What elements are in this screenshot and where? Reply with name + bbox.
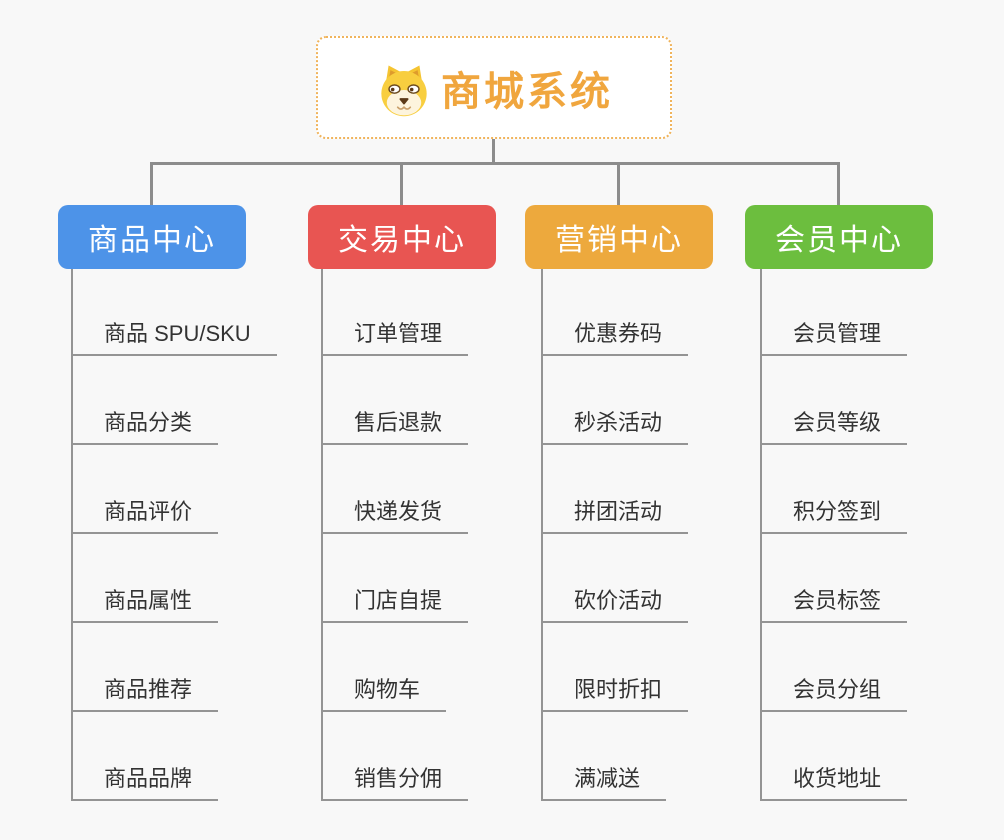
connector-bus — [150, 162, 840, 165]
leaf-topic[interactable]: 收货地址 — [760, 765, 908, 801]
leaf-topic[interactable]: 售后退款 — [321, 409, 469, 445]
dog-face-icon — [375, 61, 433, 119]
leaf-topic[interactable]: 订单管理 — [321, 320, 469, 356]
leaf-topic[interactable]: 会员标签 — [760, 587, 908, 623]
branch-label: 交易中心 — [338, 224, 466, 257]
connector-trunk-product-center — [71, 269, 73, 801]
connector-trunk-member-center — [760, 269, 762, 801]
root-topic-title: 商城系统 — [441, 69, 613, 114]
leaf-topic[interactable]: 商品评价 — [71, 498, 219, 534]
connector-trunk-marketing-center — [541, 269, 543, 801]
leaf-topic[interactable]: 购物车 — [321, 676, 447, 712]
connector-drop-product-center — [150, 164, 153, 206]
root-topic[interactable]: 商城系统 — [316, 36, 672, 139]
branch-topic-marketing-center[interactable]: 营销中心 — [525, 205, 713, 269]
leaf-topic[interactable]: 销售分佣 — [321, 765, 469, 801]
leaf-topic[interactable]: 商品分类 — [71, 409, 219, 445]
leaf-topic[interactable]: 商品品牌 — [71, 765, 219, 801]
leaf-topic[interactable]: 砍价活动 — [541, 587, 689, 623]
leaf-topic[interactable]: 会员等级 — [760, 409, 908, 445]
branch-label: 商品中心 — [88, 224, 216, 257]
connector-trunk-trade-center — [321, 269, 323, 801]
leaf-topic[interactable]: 拼团活动 — [541, 498, 689, 534]
branch-label: 营销中心 — [555, 224, 683, 257]
leaf-topic[interactable]: 商品 SPU/SKU — [71, 320, 277, 356]
connector-drop-trade-center — [400, 164, 403, 206]
leaf-topic[interactable]: 快递发货 — [321, 498, 469, 534]
leaf-topic[interactable]: 会员分组 — [760, 676, 908, 712]
leaf-topic[interactable]: 门店自提 — [321, 587, 469, 623]
branch-topic-member-center[interactable]: 会员中心 — [745, 205, 933, 269]
leaf-topic[interactable]: 商品推荐 — [71, 676, 219, 712]
connector-root-drop — [492, 139, 495, 164]
leaf-topic[interactable]: 商品属性 — [71, 587, 219, 623]
connector-drop-member-center — [837, 164, 840, 206]
branch-topic-product-center[interactable]: 商品中心 — [58, 205, 246, 269]
leaf-topic[interactable]: 限时折扣 — [541, 676, 689, 712]
branch-label: 会员中心 — [775, 224, 903, 257]
leaf-topic[interactable]: 积分签到 — [760, 498, 908, 534]
leaf-topic[interactable]: 会员管理 — [760, 320, 908, 356]
leaf-topic[interactable]: 满减送 — [541, 765, 667, 801]
connector-drop-marketing-center — [617, 164, 620, 206]
leaf-topic[interactable]: 优惠券码 — [541, 320, 689, 356]
branch-topic-trade-center[interactable]: 交易中心 — [308, 205, 496, 269]
leaf-topic[interactable]: 秒杀活动 — [541, 409, 689, 445]
